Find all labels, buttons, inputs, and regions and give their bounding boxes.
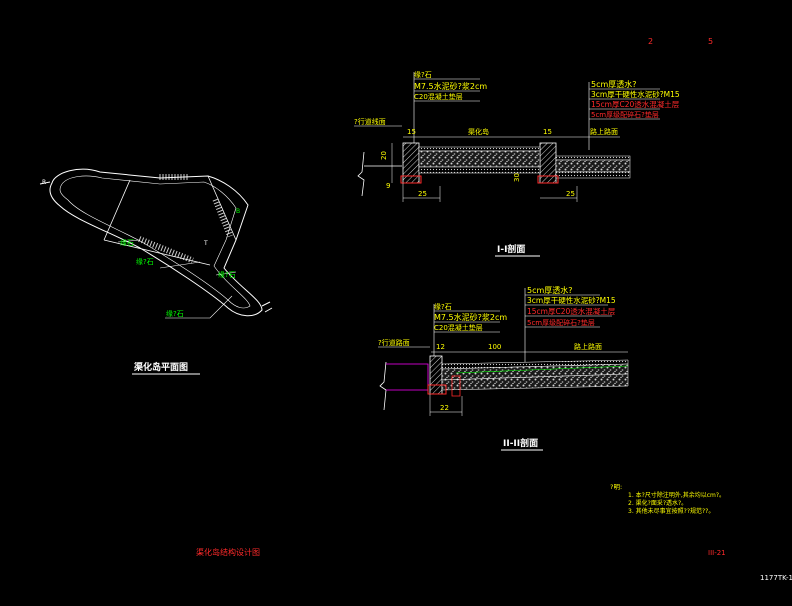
notes-heading: ?明: — [610, 483, 622, 491]
s1-c20: C20混凝土垫层 — [414, 92, 463, 101]
s2-dim-road: 路上路面 — [574, 342, 602, 351]
s1-break-line — [357, 151, 365, 197]
s2-green-line — [455, 365, 629, 374]
s1-layer-aggregate — [418, 150, 541, 168]
island-outline — [49, 168, 263, 317]
s2-layer-3: 15cm厚C20透水混凝土层 — [527, 306, 616, 316]
s2-dim-12: 12 — [436, 343, 445, 351]
header-marker-left: 2 — [648, 37, 653, 46]
drawing-code: 1177TK-1 — [760, 574, 792, 582]
island-inner-outline — [59, 175, 251, 309]
s1-title: I-I剖面 — [497, 243, 525, 255]
plan-leader — [159, 261, 201, 269]
s1-layer-3: 15cm厚C20透水混凝土层 — [591, 99, 680, 109]
s1-road-edge: ?行道线面 — [354, 117, 386, 126]
plan-label-b: B — [236, 208, 240, 215]
s2-break-line — [379, 361, 387, 411]
s1-dim-30: 30 — [513, 173, 521, 182]
s2-magenta-line — [386, 363, 429, 391]
s1-road-top — [555, 155, 631, 161]
plan-leader — [117, 239, 141, 243]
s2-dim-22: 22 — [440, 404, 449, 412]
s2-mortar: M7.5水泥砂?浆2cm — [434, 312, 507, 322]
s2-c20: C20混凝土垫层 — [434, 323, 483, 332]
section-cut-mark — [39, 181, 51, 185]
s1-road-base — [555, 171, 631, 179]
s1-dim-25b: 25 — [566, 190, 575, 198]
plan-label-kerb1: 缘?石 — [136, 257, 154, 266]
notes: ?明: 1. 本?尺寸除注明外,其余均以cm?。 2. 渠化?面采?透水?。 3… — [610, 483, 725, 515]
s1-layer-base — [418, 166, 541, 174]
s2-layer-2: 3cm厚干硬性水泥砂?M15 — [527, 295, 616, 305]
plan-title: 渠化岛平面图 — [133, 361, 188, 373]
s1-layer-1: 5cm厚透水? — [591, 79, 637, 89]
plan-label-lane: 缘石 — [120, 238, 134, 247]
plan-leader — [215, 271, 237, 276]
s1-dim-center: 渠化岛 — [468, 127, 489, 136]
s2-layer-1: 5cm厚透水? — [527, 285, 573, 295]
drawing-title: 渠化岛结构设计图 — [196, 547, 260, 557]
s1-kerb-left — [402, 142, 420, 184]
s1-dim-9: 9 — [386, 182, 390, 190]
section-cut-mark — [261, 301, 271, 307]
s1-layer-top — [418, 146, 541, 152]
s1-layer-2: 3cm厚干硬性水泥砂?M15 — [591, 89, 680, 99]
plan-label-kerb2: 缘?石 — [218, 270, 236, 279]
plan-label-kerb3: 缘?石 — [166, 309, 184, 318]
plan-view: R B T 缘石 缘?石 缘?石 缘?石 渠化岛平面图 — [39, 168, 273, 375]
s2-road-edge: ?行道路面 — [378, 338, 410, 347]
s1-kerb-label: 缘?石 — [414, 70, 432, 79]
section-cut-mark — [264, 307, 273, 313]
s1-kerb-right — [539, 142, 557, 184]
plan-label-t: T — [203, 240, 208, 247]
header-marker-right: 5 — [708, 37, 713, 46]
plan-internal-line — [103, 179, 131, 241]
s1-dim-20: 20 — [380, 151, 388, 160]
sheet-number: III-21 — [708, 549, 726, 557]
s2-kerb-label: 缘?石 — [434, 302, 452, 311]
s2-title: II-II剖面 — [503, 437, 538, 449]
s1-layer-4: 5cm厚级配碎石?垫层 — [591, 110, 659, 119]
s1-foundation-right — [537, 175, 559, 184]
plan-leader — [165, 295, 233, 319]
kerb-strip-bottom — [137, 236, 194, 264]
kerb-strip-right — [212, 198, 233, 238]
s1-dim-25a: 25 — [418, 190, 427, 198]
s2-kerb — [429, 355, 443, 395]
notes-item: 3. 其他未尽事宜按照??规范??。 — [628, 507, 714, 515]
notes-item: 1. 本?尺寸除注明外,其余均以cm?。 — [628, 491, 725, 499]
s2-layer-base — [441, 373, 629, 391]
s1-dim-road: 路上路面 — [590, 127, 618, 136]
kerb-strip-top — [158, 174, 188, 180]
s1-mortar: M7.5水泥砂?浆2cm — [414, 81, 487, 91]
s2-layer-4: 5cm厚级配碎石?垫层 — [527, 318, 595, 327]
s1-foundation-left — [400, 175, 422, 184]
notes-item: 2. 渠化?面采?透水?。 — [628, 499, 687, 507]
section-1: 缘?石 M7.5水泥砂?浆2cm C20混凝土垫层 5cm厚透水? 3cm厚干硬… — [354, 70, 680, 257]
section-2: 缘?石 M7.5水泥砂?浆2cm C20混凝土垫层 5cm厚透水? 3cm厚干硬… — [378, 285, 629, 451]
s2-foundation-small — [451, 375, 461, 397]
s1-dim-15a: 15 — [407, 128, 416, 136]
s1-road-aggregate — [555, 159, 631, 173]
s1-dim-15b: 15 — [543, 128, 552, 136]
s2-foundation — [427, 384, 447, 395]
s2-dim-100: 100 — [488, 343, 501, 351]
plan-label-r: R — [42, 179, 46, 186]
